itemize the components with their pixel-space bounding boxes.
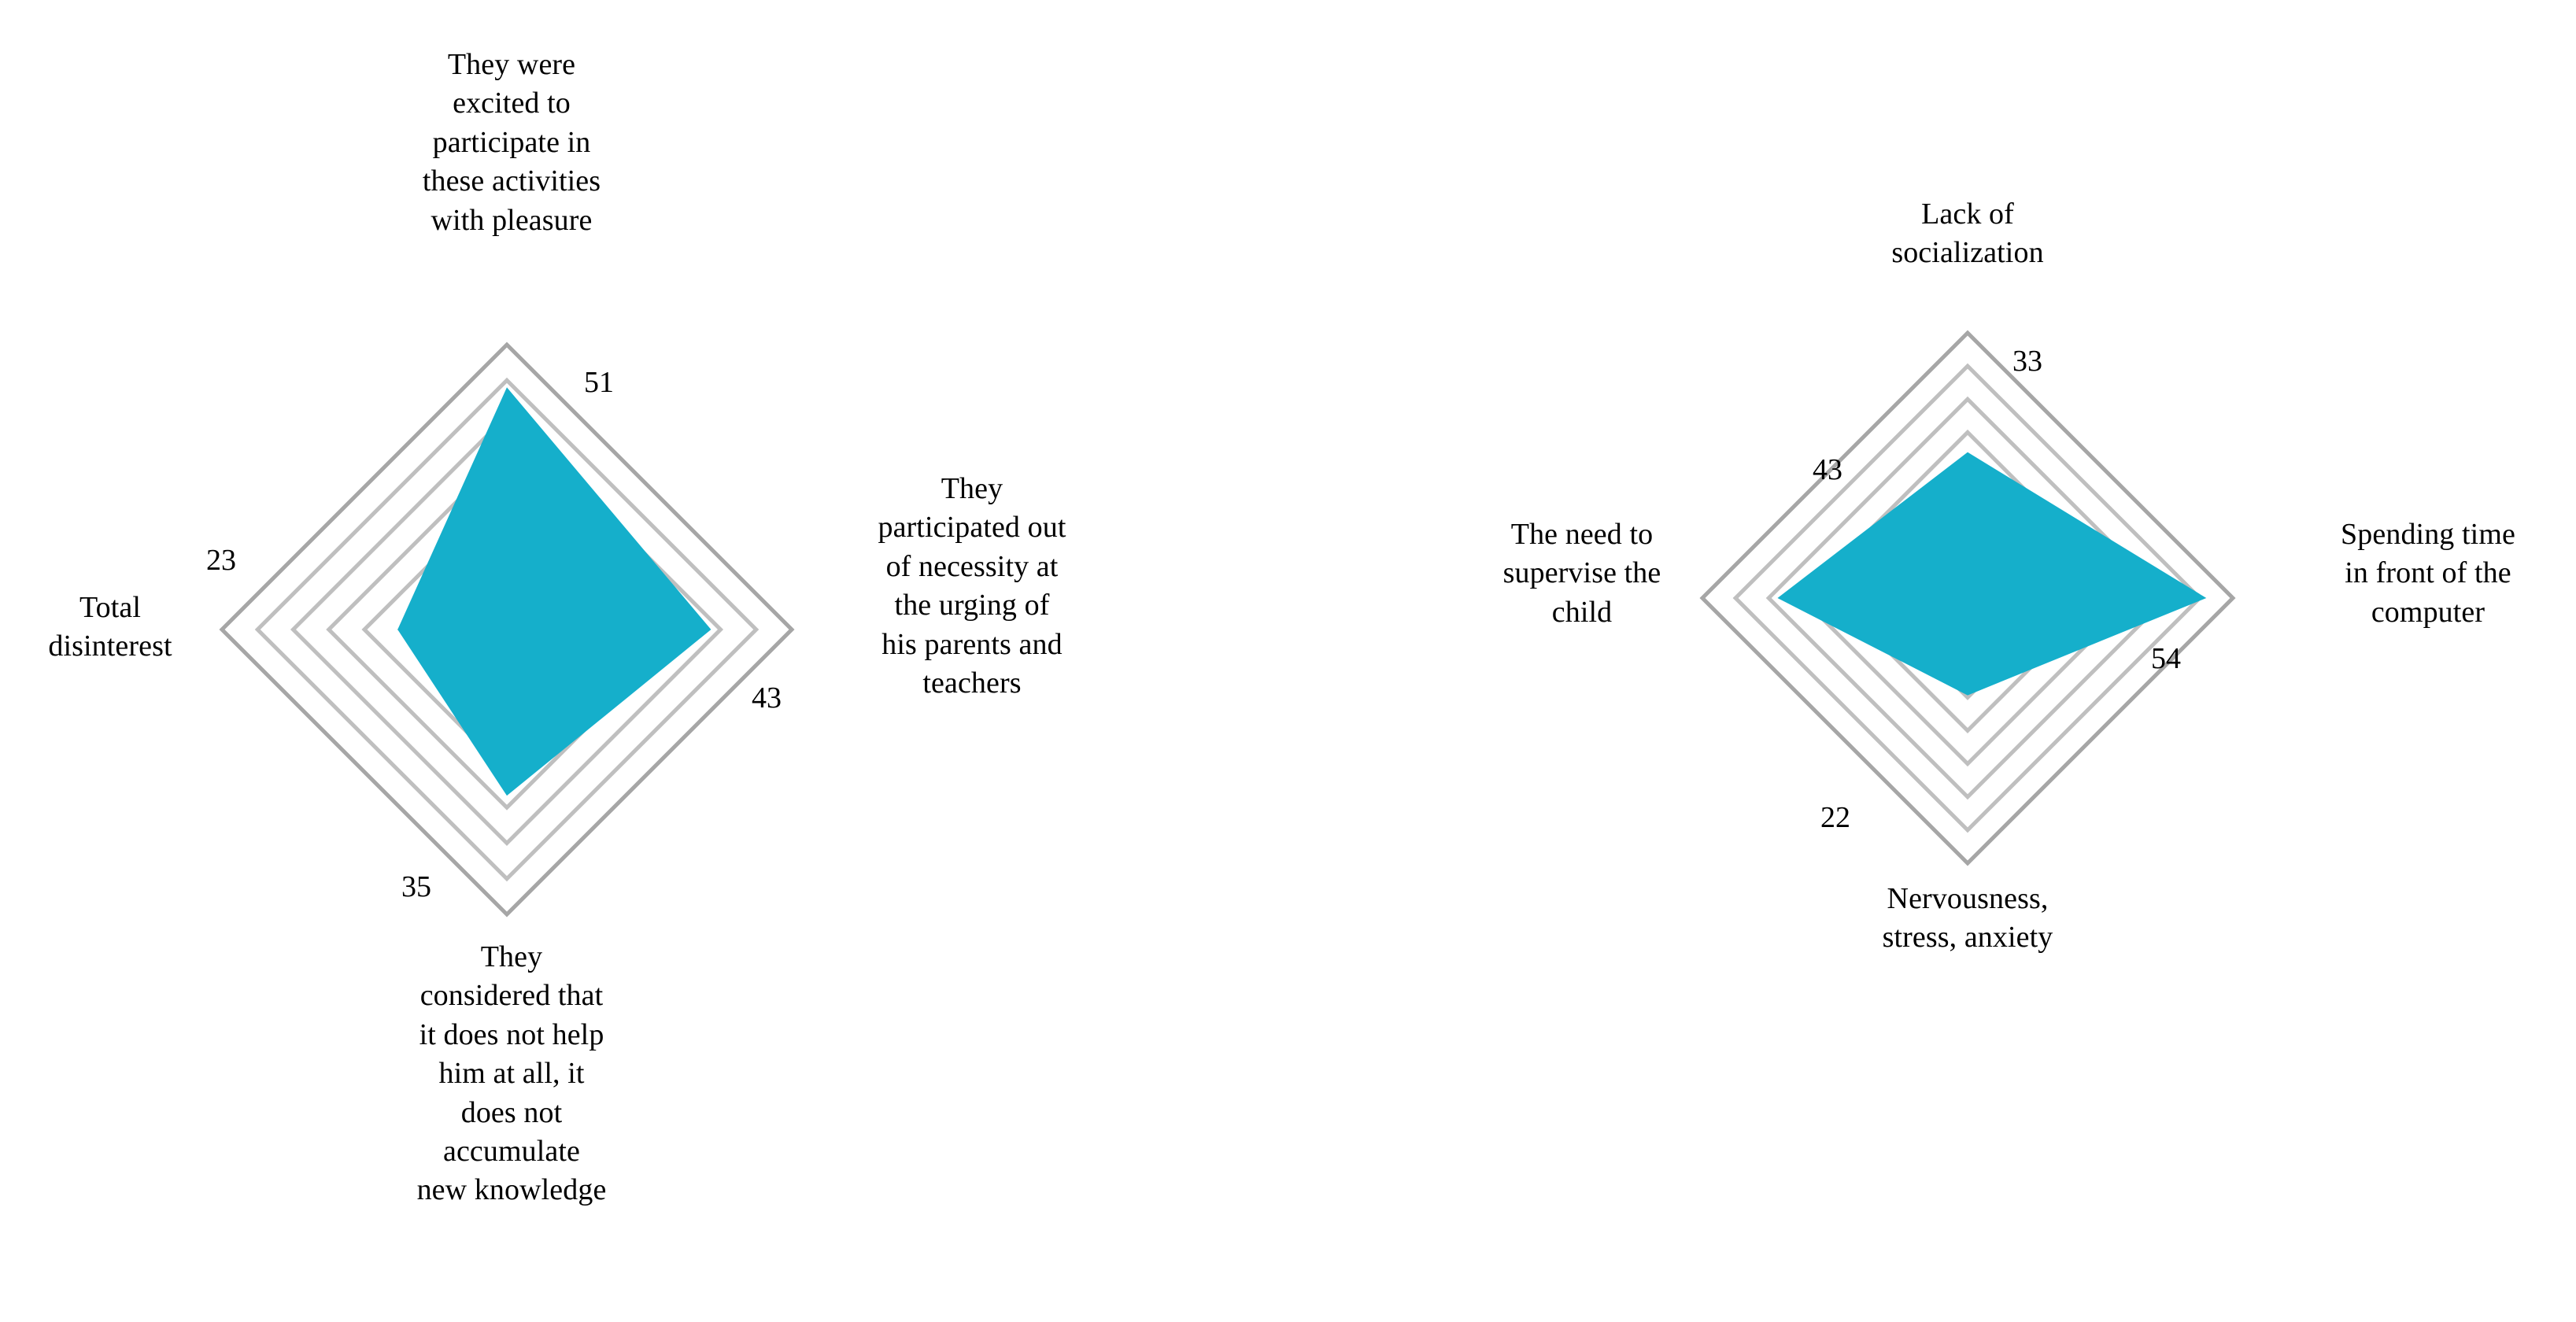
series-area — [397, 387, 711, 796]
radar-plot-right — [1699, 330, 2236, 866]
axis-label-right-left-chart: They participated out of necessity at th… — [878, 472, 1066, 700]
axis-label-bottom-right-chart: Nervousness, stress, anxiety — [1882, 882, 2053, 955]
data-label-right-right-chart: 54 — [2151, 642, 2181, 675]
grid-ring — [1732, 363, 2203, 833]
radar-plot-left — [219, 342, 795, 918]
axis-label-top-right-chart: Lack of socialization — [1891, 198, 2044, 270]
chart-left-panel: They were excited to participate in thes… — [48, 48, 1066, 1207]
axis-label-left-right-chart: The need to supervise the child — [1502, 518, 1661, 629]
data-label-bottom-left-chart: 35 — [401, 870, 431, 903]
axis-label-top-left-chart: They were excited to participate in thes… — [422, 48, 601, 237]
series-area — [1777, 452, 2207, 696]
data-label-right-left-chart: 43 — [752, 681, 782, 715]
grid-ring — [1699, 330, 2236, 866]
grid-ring — [219, 342, 795, 918]
data-label-left-left-chart: 23 — [206, 544, 236, 577]
chart-right-panel: Lack of socialization Spending time in f… — [1291, 0, 2576, 1322]
grid-ring — [1765, 396, 2170, 800]
axis-label-left-left-chart: Total disinterest — [48, 591, 172, 663]
data-label-bottom-right-chart: 22 — [1820, 801, 1850, 834]
axis-label-right-right-chart: Spending time in front of the computer — [2341, 518, 2515, 629]
data-label-top-left-chart: 51 — [584, 366, 614, 399]
data-label-top-right-chart: 33 — [2012, 345, 2042, 378]
grid-ring — [254, 377, 759, 882]
axis-label-bottom-left-chart: They considered that it does not help hi… — [416, 940, 607, 1207]
data-label-left-right-chart: 43 — [1813, 453, 1842, 486]
